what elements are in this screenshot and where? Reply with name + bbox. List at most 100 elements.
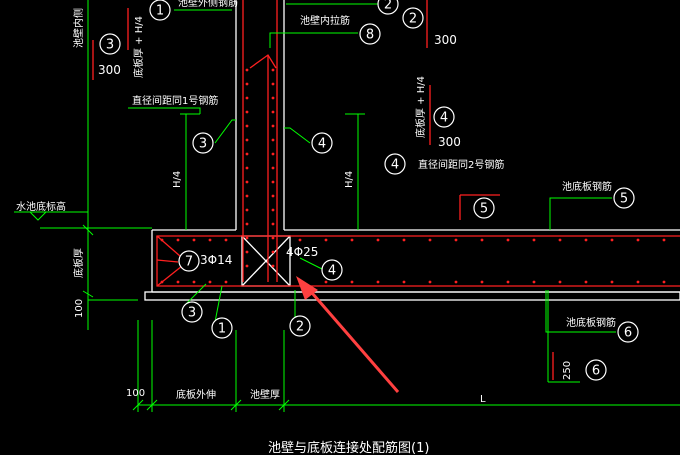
rebar-dot (245, 264, 249, 268)
rebar-dot (558, 280, 562, 284)
bubble-circle (377, 0, 399, 15)
bubble-b6_low: 6 (585, 359, 607, 381)
rebar-dot (271, 264, 275, 268)
label-300-right: 300 (438, 135, 461, 149)
rebar-dot (350, 280, 354, 284)
arrow-head (296, 276, 318, 300)
dim-tick-2 (146, 399, 158, 411)
rebar-dot (271, 180, 275, 184)
label-base-thick: 底板厚 (72, 248, 85, 278)
rebar-dot (245, 236, 249, 240)
tie-hook (249, 54, 277, 69)
rebar-dot (271, 236, 275, 240)
bubble-circle (311, 132, 333, 154)
rebar-dot (480, 280, 484, 284)
rebar-dot (271, 82, 275, 86)
rebar-dot (271, 166, 275, 170)
rebar-dot (350, 238, 354, 242)
bubble-circle (178, 250, 200, 272)
label-3phi14: 3Φ14 (200, 253, 232, 267)
bubble-number: 2 (384, 0, 392, 13)
rebar-dot (245, 208, 249, 212)
rebar-dot (208, 280, 212, 284)
rebar-dot (245, 194, 249, 198)
rebar-dot (584, 238, 588, 242)
cushion-layer (144, 291, 680, 301)
rebar-dot (271, 194, 275, 198)
bubble-circle (359, 23, 381, 45)
bubble-number: 2 (296, 320, 304, 335)
drawing-title: 池壁与底板连接处配筋图(1) (268, 440, 429, 455)
dimension-lines (14, 0, 680, 412)
leader-5 (549, 197, 612, 230)
leader-4-low (299, 257, 325, 271)
water-level-triangle (29, 211, 47, 221)
bubble-number: 7 (185, 255, 193, 270)
dim-left-tick (82, 290, 94, 298)
bubble-b2_top_b: 2 (402, 7, 424, 29)
structure-outline (144, 0, 680, 301)
bubble-circle (585, 359, 607, 381)
bubble-number: 5 (480, 202, 488, 217)
bubble-b4_mid: 4 (311, 132, 333, 154)
label-wall-thick: 池壁厚 (250, 388, 280, 401)
bubble-b5_right: 5 (613, 187, 635, 209)
rebar-dot (271, 250, 275, 254)
bubble-b4_legend: 4 (384, 153, 406, 175)
rebar-dot (245, 180, 249, 184)
label-300-left: 300 (98, 63, 121, 77)
leader-3-mid (214, 119, 236, 144)
rebar-dot (192, 238, 196, 242)
leader-4-mid (284, 127, 311, 144)
label-300-top: 300 (434, 33, 457, 47)
rebar-dot (271, 96, 275, 100)
bubble-circle (473, 197, 495, 219)
rebar-dot (245, 68, 249, 72)
bubble-circle (384, 153, 406, 175)
bubble-number: 3 (106, 38, 114, 53)
bubble-b1_top: 1 (149, 0, 171, 21)
bubble-b1_bottom: 1 (211, 317, 233, 339)
bubble-circle (211, 317, 233, 339)
rebar-dot (506, 238, 510, 242)
bubble-circle (181, 301, 203, 323)
bubble-b3_bottom: 3 (181, 301, 203, 323)
rebar-dot (245, 82, 249, 86)
bubble-circle (192, 132, 214, 154)
bubble-circle (99, 33, 121, 55)
rebar-dot (160, 280, 164, 284)
label-water-level: 水池底标高 (16, 200, 66, 213)
bubble-number: 3 (199, 137, 207, 152)
rebar-dot (245, 250, 249, 254)
bubble-b4_right: 4 (433, 106, 455, 128)
bubble-number: 1 (156, 4, 164, 19)
leader-3-bottom (185, 283, 207, 305)
rebar-dot (245, 138, 249, 142)
label-left-mid-v: 底板厚 + H/4 (132, 16, 145, 78)
bubble-circle (321, 259, 343, 281)
rebar-dot (245, 110, 249, 114)
leader-1-bottom (214, 285, 223, 323)
rebar-dot (610, 238, 614, 242)
bubble-circle (433, 106, 455, 128)
bubble-circle (613, 187, 635, 209)
rebar-dot (454, 280, 458, 284)
rebar-dot (271, 68, 275, 72)
rebar-dot (558, 238, 562, 242)
rebar-dot (506, 280, 510, 284)
rebar-dot (224, 238, 228, 242)
bubble-number: 2 (409, 12, 417, 27)
rebar-dot (271, 222, 275, 226)
bubble-b8: 8 (359, 23, 381, 45)
bubble-number: 6 (592, 364, 600, 379)
rebar-dot (271, 138, 275, 142)
bubble-b5: 5 (473, 197, 495, 219)
label-h4-left: H/4 (172, 171, 183, 188)
rebar-dot (224, 280, 228, 284)
rebar-dot (192, 280, 196, 284)
rebar-dot (376, 280, 380, 284)
bubble-b3_left: 3 (99, 33, 121, 55)
rebar-dot (662, 280, 666, 284)
rebar-dot (208, 238, 212, 242)
